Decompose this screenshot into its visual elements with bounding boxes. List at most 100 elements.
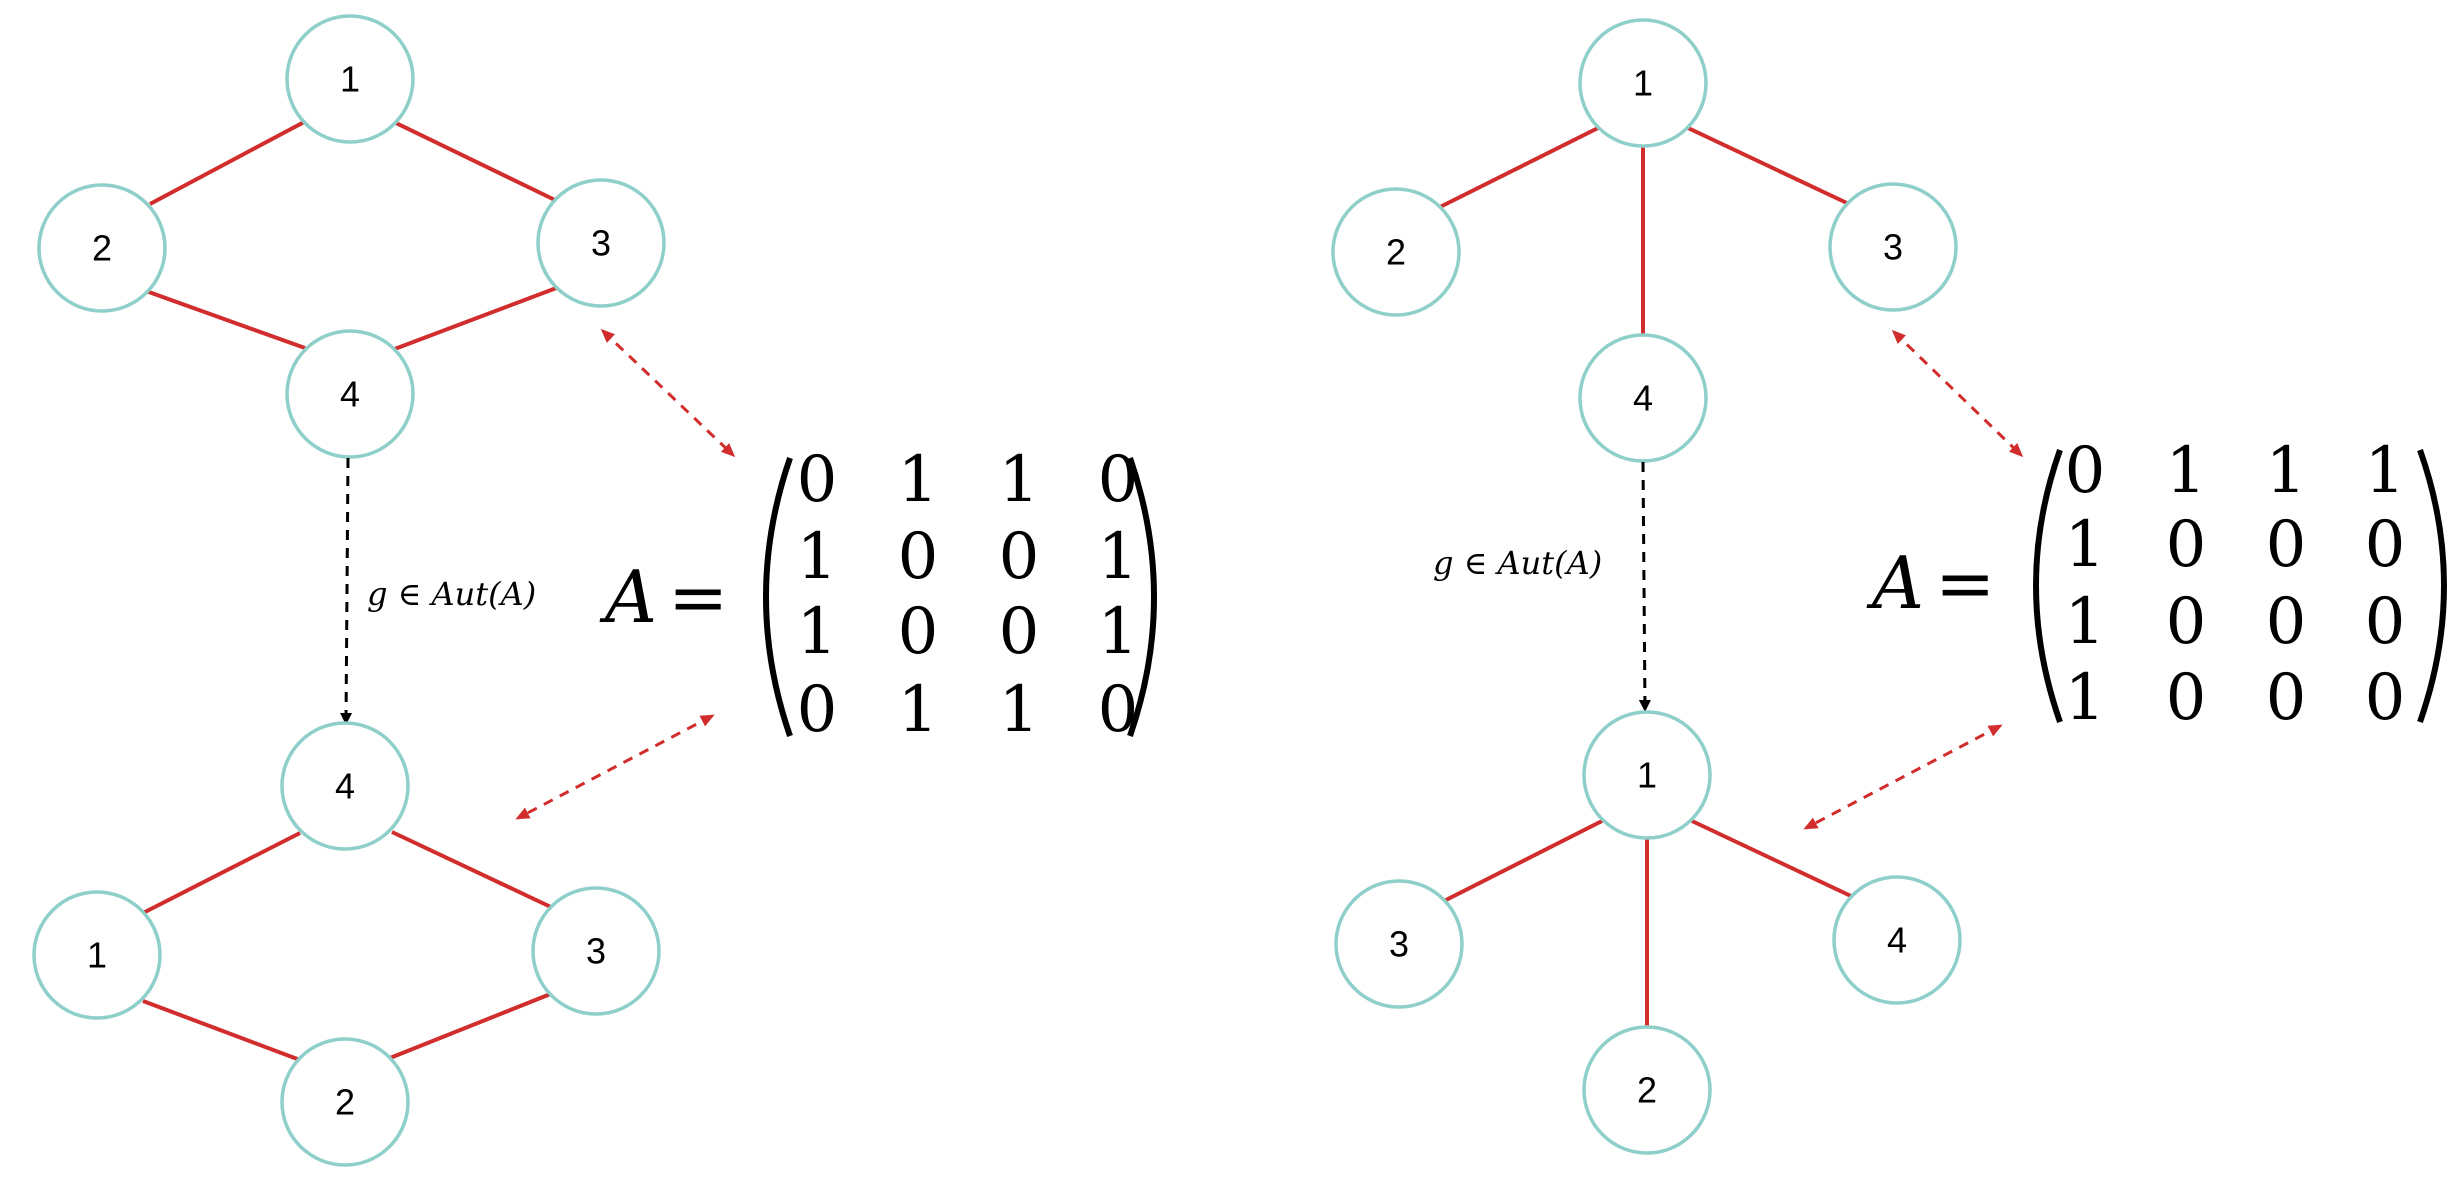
matrix-cell: 0 <box>2065 434 2106 508</box>
left-top-node-1: 1 <box>285 14 415 144</box>
svg-text:3: 3 <box>586 931 606 972</box>
left-matrix-equals: = <box>668 555 728 639</box>
left-link-arrow-top <box>600 328 736 458</box>
matrix-cell: 0 <box>2166 585 2207 659</box>
matrix-cell: 0 <box>2365 661 2406 735</box>
edge-b-4-1 <box>142 831 301 915</box>
matrix-cell: 0 <box>999 595 1040 669</box>
edge-r-1-2 <box>1439 126 1599 209</box>
matrix-cell: 1 <box>2166 434 2207 508</box>
right-matrix-name: A <box>1866 541 1924 625</box>
svg-text:1: 1 <box>1637 755 1657 796</box>
svg-text:4: 4 <box>1633 378 1653 419</box>
matrix-cell: 0 <box>797 673 838 747</box>
matrix-cell: 1 <box>797 595 838 669</box>
matrix-cell: 0 <box>2266 661 2307 735</box>
matrix-cell: 1 <box>1098 595 1139 669</box>
svg-text:2: 2 <box>335 1082 355 1123</box>
left-matrix-name: A <box>599 555 657 639</box>
matrix-cell: 0 <box>898 595 939 669</box>
svg-text:4: 4 <box>340 374 360 415</box>
svg-text:1: 1 <box>87 935 107 976</box>
left-top-node-2: 2 <box>37 183 167 313</box>
matrix-cell: 1 <box>2065 661 2106 735</box>
left-bottom-node-2: 2 <box>280 1037 410 1167</box>
right-matrix-right-paren <box>2417 448 2447 723</box>
matrix-cell: 1 <box>797 520 838 594</box>
svg-text:2: 2 <box>1637 1070 1657 1111</box>
matrix-cell: 0 <box>898 520 939 594</box>
matrix-cell: 0 <box>797 443 838 517</box>
edge-2-4 <box>145 289 306 350</box>
svg-text:2: 2 <box>1386 232 1406 273</box>
left-automorphism-label: g ∈ Aut(A) <box>367 575 536 613</box>
svg-text:1: 1 <box>340 59 360 100</box>
edge-rb-1-4 <box>1691 819 1854 899</box>
svg-text:3: 3 <box>591 223 611 264</box>
matrix-cell: 1 <box>999 443 1040 517</box>
matrix-cell: 0 <box>2166 508 2207 582</box>
matrix-cell: 1 <box>2065 585 2106 659</box>
right-matrix-cells: 0 1 1 1 1 0 0 0 1 0 0 0 1 0 0 0 <box>2065 434 2406 735</box>
svg-text:3: 3 <box>1883 227 1903 268</box>
right-bottom-node-2: 2 <box>1582 1025 1712 1155</box>
left-top-node-3: 3 <box>536 178 666 308</box>
left-matrix-cells: 0 1 1 0 1 0 0 1 1 0 0 1 0 1 1 0 <box>797 443 1139 747</box>
right-automorphism-label: g ∈ Aut(A) <box>1433 544 1602 582</box>
right-automorphism-arrow <box>1638 461 1651 712</box>
svg-text:2: 2 <box>92 228 112 269</box>
right-link-arrow-top <box>1891 329 2024 458</box>
matrix-cell: 0 <box>2365 508 2406 582</box>
matrix-cell: 0 <box>2365 585 2406 659</box>
edge-rb-1-3 <box>1443 819 1603 903</box>
matrix-cell: 1 <box>2266 434 2307 508</box>
right-bottom-node-1: 1 <box>1582 710 1712 840</box>
matrix-cell: 1 <box>1098 520 1139 594</box>
matrix-cell: 0 <box>2266 508 2307 582</box>
left-matrix-right-paren <box>1127 457 1157 737</box>
left-matrix-left-paren <box>763 457 793 737</box>
svg-text:3: 3 <box>1389 924 1409 965</box>
svg-text:4: 4 <box>1887 920 1907 961</box>
right-link-arrow-bottom <box>1803 724 2003 830</box>
edge-b-3-2 <box>389 991 554 1060</box>
edge-r-1-3 <box>1687 126 1850 206</box>
matrix-cell: 1 <box>898 443 939 517</box>
right-bottom-node-3: 3 <box>1334 879 1464 1009</box>
matrix-cell: 0 <box>2166 661 2207 735</box>
edge-1-3 <box>395 121 558 203</box>
left-automorphism-arrow <box>340 457 353 725</box>
left-link-arrow-bottom <box>515 714 715 820</box>
edge-b-4-3 <box>391 830 554 910</box>
right-top-node-2: 2 <box>1331 187 1461 317</box>
right-top-node-4: 4 <box>1578 333 1708 463</box>
right-bottom-node-4: 4 <box>1832 875 1962 1005</box>
edge-b-1-2 <box>142 999 301 1062</box>
edge-1-2 <box>149 119 307 206</box>
right-adjacency-matrix: A = 0 1 1 1 1 0 0 0 1 0 0 0 1 0 0 0 <box>1866 434 2447 735</box>
right-matrix-equals: = <box>1935 541 1995 625</box>
left-panel: 1 2 3 4 g ∈ Aut(A) 4 1 <box>32 14 1157 1167</box>
matrix-cell: 1 <box>2365 434 2406 508</box>
matrix-cell: 1 <box>898 673 939 747</box>
matrix-cell: 0 <box>1098 673 1139 747</box>
left-bottom-node-1: 1 <box>32 890 162 1020</box>
left-bottom-node-3: 3 <box>531 886 661 1016</box>
right-panel: 1 2 3 4 g ∈ Aut(A) 1 3 4 <box>1331 18 2447 1155</box>
left-top-node-4: 4 <box>285 329 415 459</box>
svg-text:1: 1 <box>1633 63 1653 104</box>
matrix-cell: 1 <box>999 673 1040 747</box>
matrix-cell: 1 <box>2065 508 2106 582</box>
svg-text:4: 4 <box>335 766 355 807</box>
right-matrix-left-paren <box>2033 448 2063 723</box>
matrix-cell: 0 <box>1098 443 1139 517</box>
right-top-node-1: 1 <box>1578 18 1708 148</box>
left-bottom-node-4: 4 <box>280 721 410 851</box>
left-adjacency-matrix: A = 0 1 1 0 1 0 0 1 1 0 0 1 0 1 1 0 <box>599 443 1157 747</box>
matrix-cell: 0 <box>999 520 1040 594</box>
edge-3-4 <box>391 285 560 352</box>
matrix-cell: 0 <box>2266 585 2307 659</box>
right-top-node-3: 3 <box>1828 182 1958 312</box>
